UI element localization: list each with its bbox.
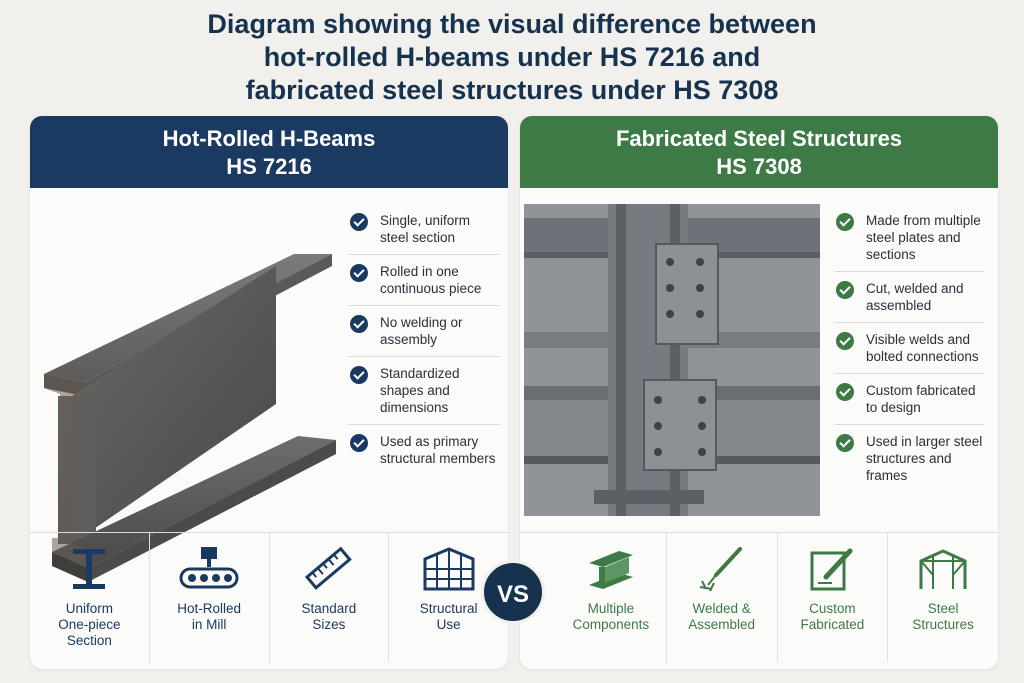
feature-label: Uniform One-piece Section (58, 601, 121, 648)
check-circle-icon (836, 332, 854, 350)
list-item: Standardized shapes and dimensions (348, 357, 500, 425)
beam-components-icon (588, 551, 633, 589)
list-item: Custom fabricated to design (834, 374, 984, 425)
fabricated-features-list: Made from multiple steel plates and sect… (834, 204, 984, 492)
hot-rolled-features-list: Single, uniform steel section Rolled in … (348, 204, 500, 475)
list-item: Single, uniform steel section (348, 204, 500, 255)
check-circle-icon (836, 383, 854, 401)
feature-multiple-components: Multiple Components (556, 533, 667, 662)
fabricated-icon-row: Multiple Components Welded & Assembled C… (520, 532, 998, 662)
feature-custom-fabricated: Custom Fabricated (778, 533, 889, 662)
feature-structural-use: Structural Use (389, 533, 508, 662)
hot-rolled-title: Hot-Rolled H-Beams (162, 126, 376, 151)
check-circle-icon (836, 434, 854, 452)
hot-rolled-panel: Hot-Rolled H-Beams HS 7216 (30, 116, 508, 669)
feature-label: Welded & Assembled (688, 601, 756, 632)
ruler-icon (304, 546, 352, 590)
title-line-3: fabricated steel structures under HS 730… (245, 75, 779, 105)
list-item: No welding or assembly (348, 306, 500, 357)
check-circle-icon (836, 213, 854, 231)
steel-structure-image (524, 204, 820, 516)
title-line-2: hot-rolled H-beams under HS 7216 and (263, 42, 761, 72)
feature-label: Custom Fabricated (800, 601, 865, 632)
feature-label: Multiple Components (572, 601, 650, 632)
feature-welded-assembled: Welded & Assembled (667, 533, 778, 662)
diagram-title: Diagram showing the visual difference be… (0, 8, 1024, 107)
feature-steel-structures: Steel Structures (888, 533, 998, 662)
check-circle-icon (350, 315, 368, 333)
check-circle-icon (350, 213, 368, 231)
fabricated-panel: Fabricated Steel Structures HS 7308 (520, 116, 998, 669)
feature-hot-rolled: Hot-Rolled in Mill (150, 533, 270, 662)
list-item: Rolled in one continuous piece (348, 255, 500, 306)
vs-badge: VS (481, 560, 545, 624)
list-item: Used as primary structural members (348, 425, 500, 475)
list-item: Cut, welded and assembled (834, 272, 984, 323)
hot-rolled-icon-row: Uniform One-piece Section Hot-Rolled in … (30, 532, 508, 662)
list-item: Made from multiple steel plates and sect… (834, 204, 984, 272)
h-beam-image (36, 204, 346, 624)
i-beam-icon (73, 549, 106, 589)
steel-frame-icon (919, 549, 967, 589)
check-circle-icon (350, 264, 368, 282)
feature-label: Steel Structures (912, 601, 974, 632)
steel-structure-illustration (524, 204, 820, 516)
h-beam-illustration (44, 254, 336, 582)
feature-label: Hot-Rolled in Mill (177, 601, 242, 632)
feature-uniform-section: Uniform One-piece Section (30, 533, 150, 662)
fabricated-header: Fabricated Steel Structures HS 7308 (520, 116, 998, 188)
fabricated-hs-code: HS 7308 (716, 154, 802, 179)
title-line-1: Diagram showing the visual difference be… (207, 9, 817, 39)
list-item: Visible welds and bolted connections (834, 323, 984, 374)
feature-standard-sizes: Standard Sizes (270, 533, 390, 662)
check-circle-icon (836, 281, 854, 299)
fabricated-title: Fabricated Steel Structures (615, 126, 903, 151)
building-icon (423, 547, 475, 591)
check-circle-icon (350, 434, 368, 452)
rolling-mill-icon (179, 547, 239, 589)
list-item: Used in larger steel structures and fram… (834, 425, 984, 492)
hot-rolled-hs-code: HS 7216 (226, 154, 312, 179)
check-circle-icon (350, 366, 368, 384)
feature-label: Standard Sizes (301, 601, 357, 632)
hot-rolled-header: Hot-Rolled H-Beams HS 7216 (30, 116, 508, 188)
welding-torch-icon (699, 547, 742, 592)
feature-label: Structural Use (419, 601, 478, 632)
pencil-design-icon (810, 548, 853, 591)
